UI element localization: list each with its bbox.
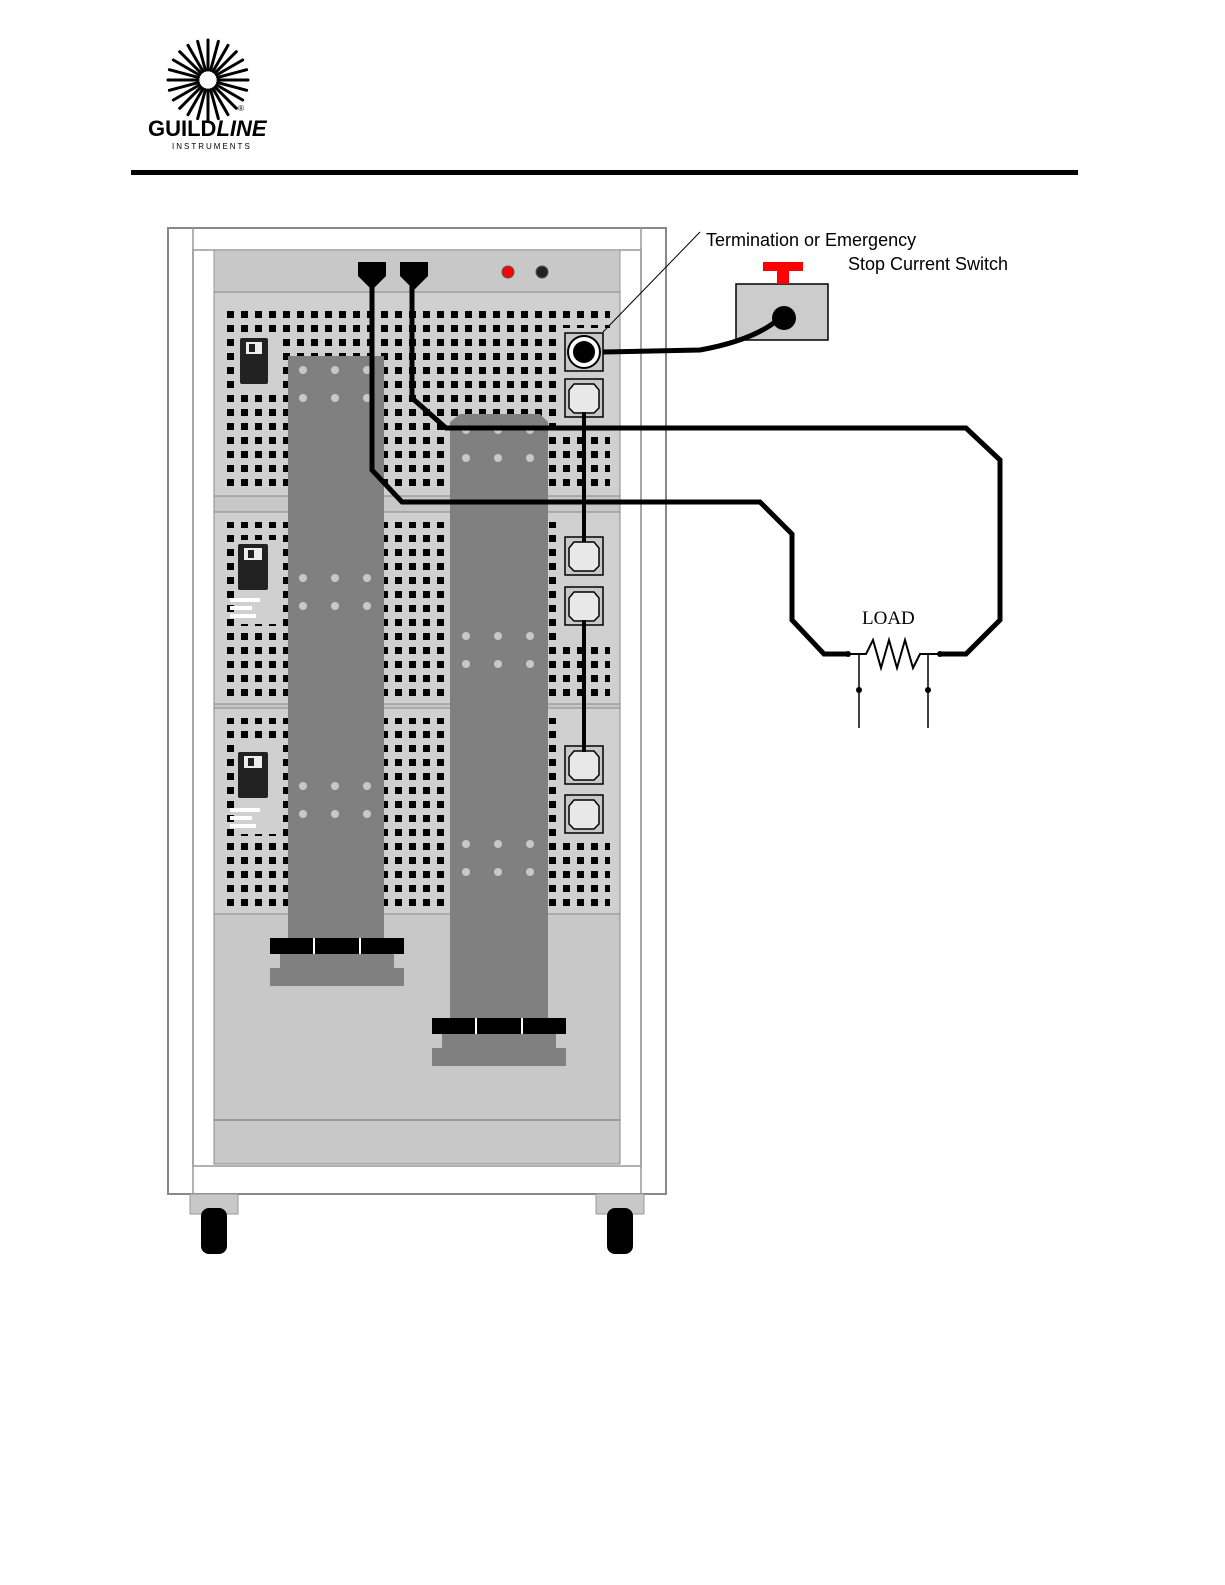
stop-button-red [763, 262, 803, 271]
black-terminal [536, 266, 548, 278]
emergency-stop-switch [736, 262, 828, 340]
power-module-1 [214, 292, 620, 496]
bus-bar-right [432, 414, 566, 1066]
callout-line-1: Termination or Emergency [706, 230, 916, 250]
bus-bar-left [270, 356, 404, 986]
callout-line-2: Stop Current Switch [848, 254, 1008, 274]
load-label: LOAD [862, 608, 915, 629]
power-module-2 [214, 512, 620, 704]
power-module-3 [214, 708, 620, 914]
caster-left [190, 1194, 238, 1254]
caster-right [596, 1194, 644, 1254]
connector-2b [565, 587, 603, 625]
red-terminal [502, 266, 514, 278]
connector-2a [565, 537, 603, 575]
connector-termination [565, 333, 603, 371]
connector-1b [565, 379, 603, 417]
load-resistor: LOAD [845, 608, 943, 728]
connector-3b [565, 795, 603, 833]
